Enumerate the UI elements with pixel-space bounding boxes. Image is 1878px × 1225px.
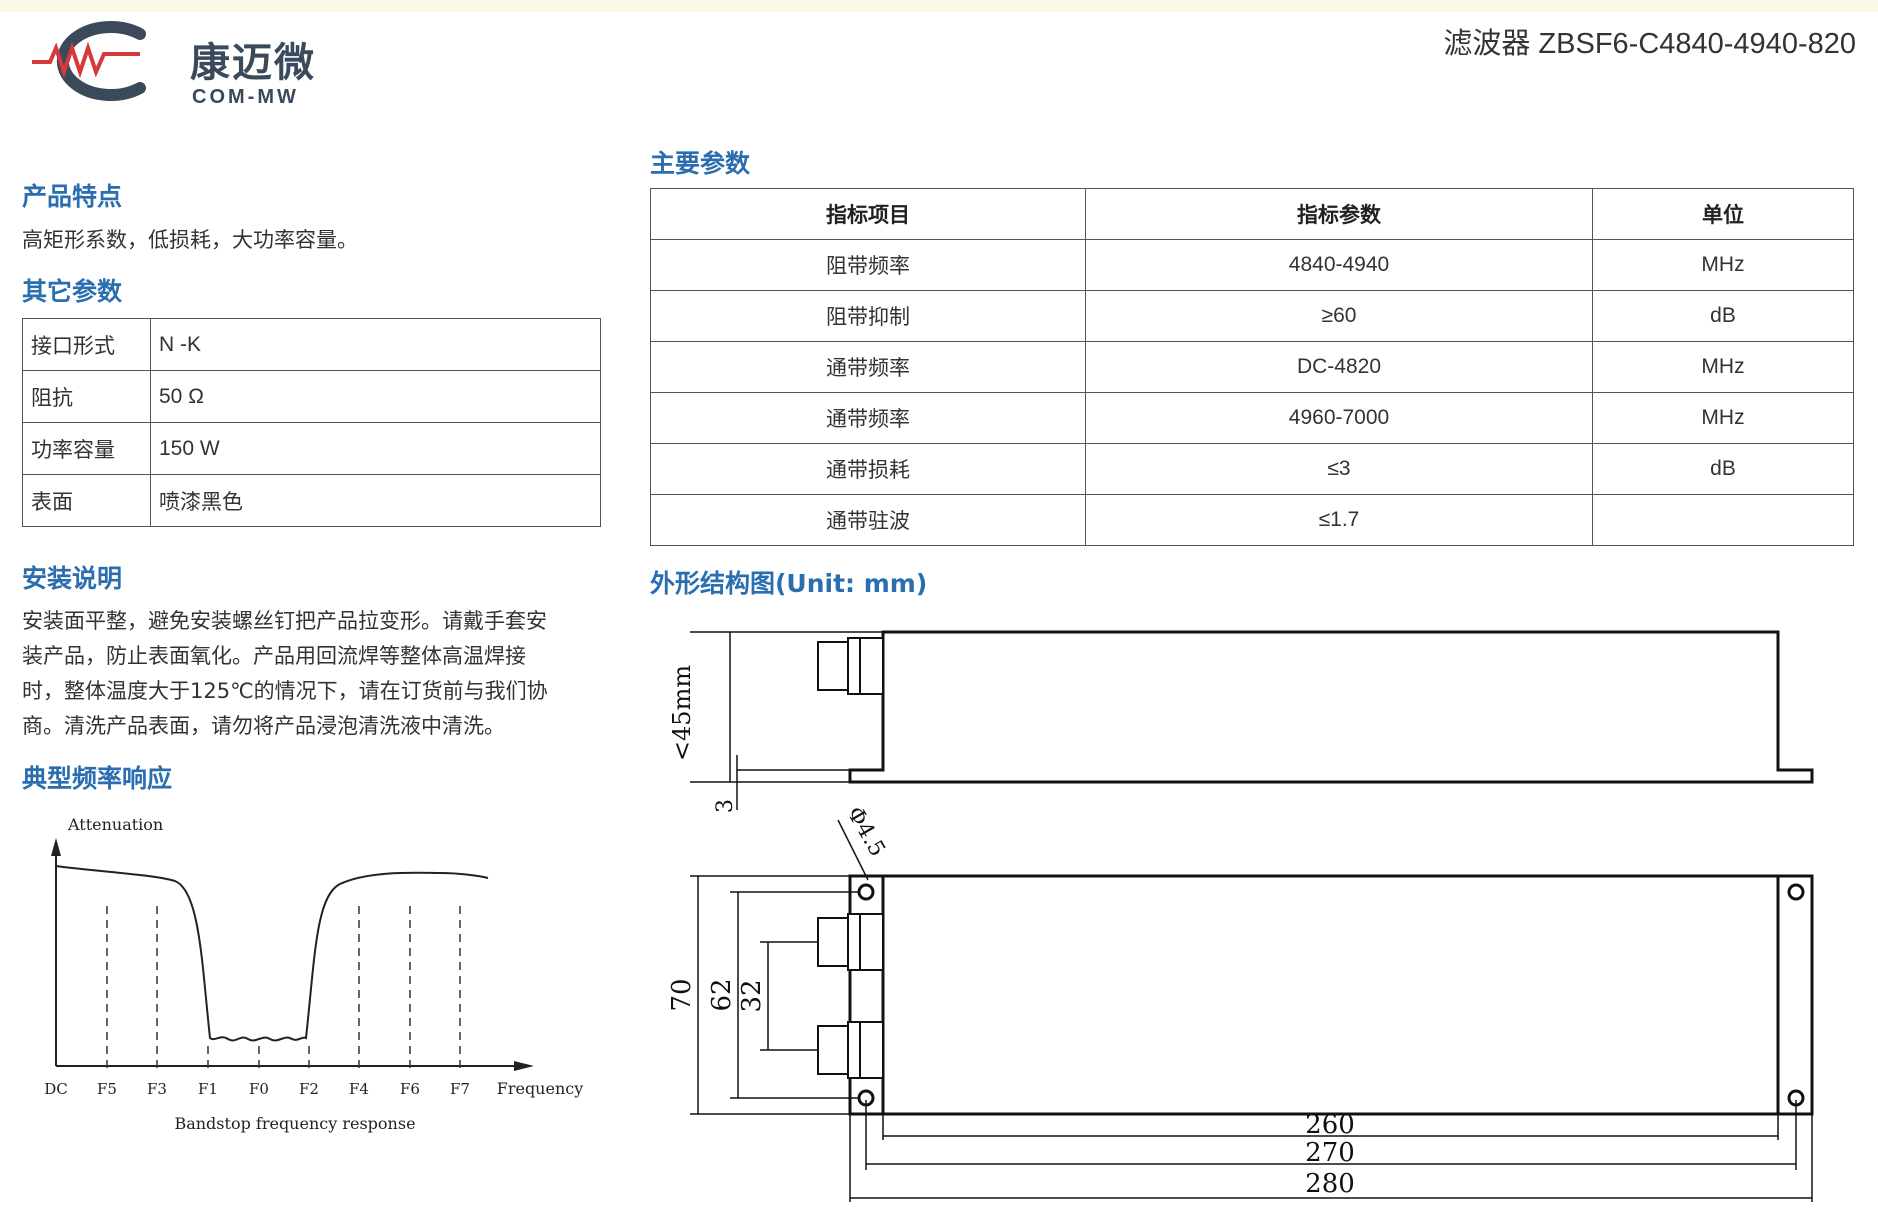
table-cell: dB <box>1592 443 1854 495</box>
other-params-table: 接口形式 N -K 阻抗 50 Ω 功率容量 150 W 表面 喷漆黑色 <box>22 318 601 527</box>
dim-hole: Φ4.5 <box>842 803 890 861</box>
y-axis-label: Attenuation <box>67 815 163 834</box>
response-heading: 典型频率响应 <box>22 764 173 793</box>
tick-label: F3 <box>147 1080 167 1098</box>
param-label: 表面 <box>22 474 151 527</box>
table-cell: 阻带频率 <box>650 239 1086 291</box>
table-row: 阻抗 50 Ω <box>22 370 601 423</box>
table-cell: MHz <box>1592 239 1854 291</box>
tick-label: F4 <box>349 1080 369 1098</box>
dim-hole-span: 62 <box>707 978 737 1011</box>
table-row: 阻带频率 4840-4940 MHz <box>650 239 1854 291</box>
param-value: 50 Ω <box>150 370 601 423</box>
top-view <box>848 874 1814 1116</box>
tick-label: F1 <box>198 1080 218 1098</box>
table-cell: 通带频率 <box>650 392 1086 444</box>
table-cell: 通带驻波 <box>650 494 1086 546</box>
logo-en-text: COM-MW <box>192 86 299 108</box>
table-cell: ≤3 <box>1085 443 1593 495</box>
tick-label: F2 <box>299 1080 319 1098</box>
side-connector <box>817 637 884 695</box>
side-dims <box>690 631 883 810</box>
other-params-heading: 其它参数 <box>22 277 123 306</box>
table-cell: 阻带抑制 <box>650 290 1086 342</box>
frequency-response-figure: Attenuation DC F5 F3 F1 F0 F2 F4 F6 F7 F… <box>44 815 584 1133</box>
install-line: 安装面平整，避免安装螺丝钉把产品拉变形。请戴手套安 <box>22 609 547 633</box>
param-value: 150 W <box>150 422 601 475</box>
install-heading: 安装说明 <box>22 564 123 593</box>
install-line: 装产品，防止表面氧化。产品用回流焊等整体高温焊接 <box>22 644 526 668</box>
param-label: 阻抗 <box>22 370 151 423</box>
table-row: 通带频率 4960-7000 MHz <box>650 392 1854 444</box>
side-view <box>848 630 1814 784</box>
table-cell: 通带频率 <box>650 341 1086 393</box>
features-heading: 产品特点 <box>22 182 123 211</box>
param-value: 喷漆黑色 <box>150 474 601 527</box>
response-curve <box>55 865 489 1042</box>
tick-label: F5 <box>97 1080 117 1098</box>
table-row: 表面 喷漆黑色 <box>22 474 601 527</box>
table-cell: ≤1.7 <box>1085 494 1593 546</box>
table-cell: dB <box>1592 290 1854 342</box>
x-ticks: DC F5 F3 F1 F0 F2 F4 F6 F7 <box>44 1080 470 1098</box>
dim-hole-length: 270 <box>1305 1138 1355 1168</box>
dim-total-length: 280 <box>1305 1169 1355 1199</box>
document-title: 滤波器 ZBSF6-C4840-4940-820 <box>1443 28 1856 60</box>
dim-flange: 3 <box>713 799 738 813</box>
tick-label: F0 <box>249 1080 269 1098</box>
mount-holes <box>857 883 1805 1107</box>
table-cell: 4960-7000 <box>1085 392 1593 444</box>
param-value: N -K <box>150 318 601 371</box>
gridlines <box>106 901 461 1068</box>
table-cell: MHz <box>1592 392 1854 444</box>
table-row: 通带损耗 ≤3 dB <box>650 443 1854 495</box>
table-cell: 4840-4940 <box>1085 239 1593 291</box>
table-row: 功率容量 150 W <box>22 422 601 475</box>
table-header-row: 指标项目 指标参数 单位 <box>650 188 1854 240</box>
install-line: 商。清洗产品表面，请勿将产品浸泡清洗液中清洗。 <box>22 714 505 738</box>
x-axis-arrow <box>514 1061 534 1071</box>
tick-label: DC <box>44 1080 68 1098</box>
logo-cn-text: 康迈微 <box>190 40 316 86</box>
table-row: 通带频率 DC-4820 MHz <box>650 341 1854 393</box>
logo-mark <box>32 21 146 101</box>
dim-port-span: 32 <box>737 979 767 1012</box>
features-text: 高矩形系数，低损耗，大功率容量。 <box>22 228 358 252</box>
column-header: 指标参数 <box>1085 188 1593 240</box>
logo: 康迈微 COM-MW <box>22 14 342 108</box>
top-bar <box>0 0 1878 12</box>
figure-caption: Bandstop frequency response <box>174 1114 415 1133</box>
hole-leader <box>837 819 869 881</box>
dim-body-length: 260 <box>1305 1110 1355 1140</box>
column-header: 指标项目 <box>650 188 1086 240</box>
drawing-heading: 外形结构图(Unit: mm) <box>650 569 928 598</box>
param-label: 接口形式 <box>22 318 151 371</box>
install-text: 安装面平整，避免安装螺丝钉把产品拉变形。请戴手套安 装产品，防止表面氧化。产品用… <box>22 604 548 744</box>
main-params-heading: 主要参数 <box>650 149 751 178</box>
dim-width: 70 <box>667 978 697 1011</box>
table-cell: DC-4820 <box>1085 341 1593 393</box>
table-cell <box>1592 494 1854 546</box>
dim-height: <45mm <box>668 665 696 761</box>
param-label: 功率容量 <box>22 422 151 475</box>
table-cell: MHz <box>1592 341 1854 393</box>
x-axis-label: Frequency <box>497 1079 584 1098</box>
outline-drawing: <45mm 3 Φ4.5 <box>667 630 1814 1202</box>
column-header: 单位 <box>1592 188 1854 240</box>
table-row: 通带驻波 ≤1.7 <box>650 494 1854 546</box>
tick-label: F7 <box>450 1080 470 1098</box>
table-cell: ≥60 <box>1085 290 1593 342</box>
table-row: 接口形式 N -K <box>22 318 601 371</box>
main-params-table: 指标项目 指标参数 单位 阻带频率 4840-4940 MHz 阻带抑制 ≥60… <box>650 188 1854 546</box>
top-dims <box>690 875 1813 1202</box>
tick-label: F6 <box>400 1080 420 1098</box>
install-line: 时，整体温度大于125℃的情况下，请在订货前与我们协 <box>22 679 548 703</box>
table-row: 阻带抑制 ≥60 dB <box>650 290 1854 342</box>
y-axis-arrow <box>51 838 61 856</box>
table-cell: 通带损耗 <box>650 443 1086 495</box>
